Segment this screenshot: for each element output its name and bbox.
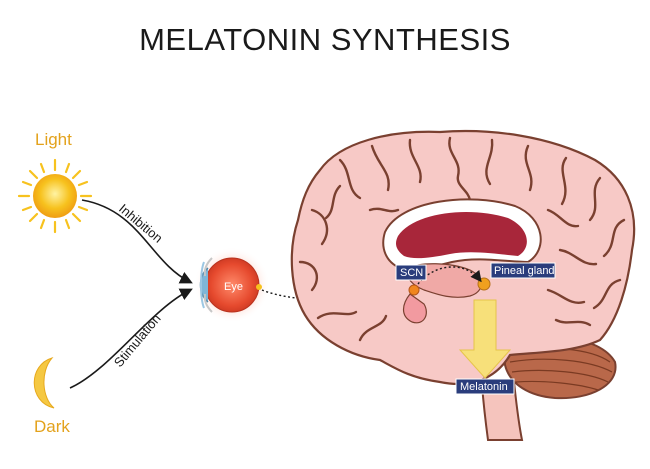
melatonin-arrow <box>458 299 512 379</box>
stimulation-label: Stimulation <box>111 311 164 370</box>
pineal-label-box <box>490 262 556 279</box>
scn-label-box <box>395 264 427 281</box>
light-label: Light <box>35 130 72 149</box>
moon-icon <box>33 357 55 409</box>
brain-illustration <box>290 129 636 441</box>
melatonin-label: Melatonin <box>460 381 508 393</box>
melatonin-label-box <box>455 378 515 395</box>
dark-label: Dark <box>34 417 70 436</box>
scn-to-pineal-path <box>417 266 482 285</box>
eye-icon <box>194 247 270 323</box>
inhibition-arrow <box>81 199 193 284</box>
stimulation-arrow <box>69 288 193 389</box>
diagram-title: MELATONIN SYNTHESIS <box>139 22 511 57</box>
scn-label: SCN <box>400 267 423 279</box>
eye-to-scn-path <box>261 286 408 301</box>
sun-icon <box>17 158 93 234</box>
eye-label: Eye <box>224 281 243 293</box>
pineal-label: Pineal gland <box>494 265 555 277</box>
inhibition-label: Inhibition <box>116 201 166 246</box>
